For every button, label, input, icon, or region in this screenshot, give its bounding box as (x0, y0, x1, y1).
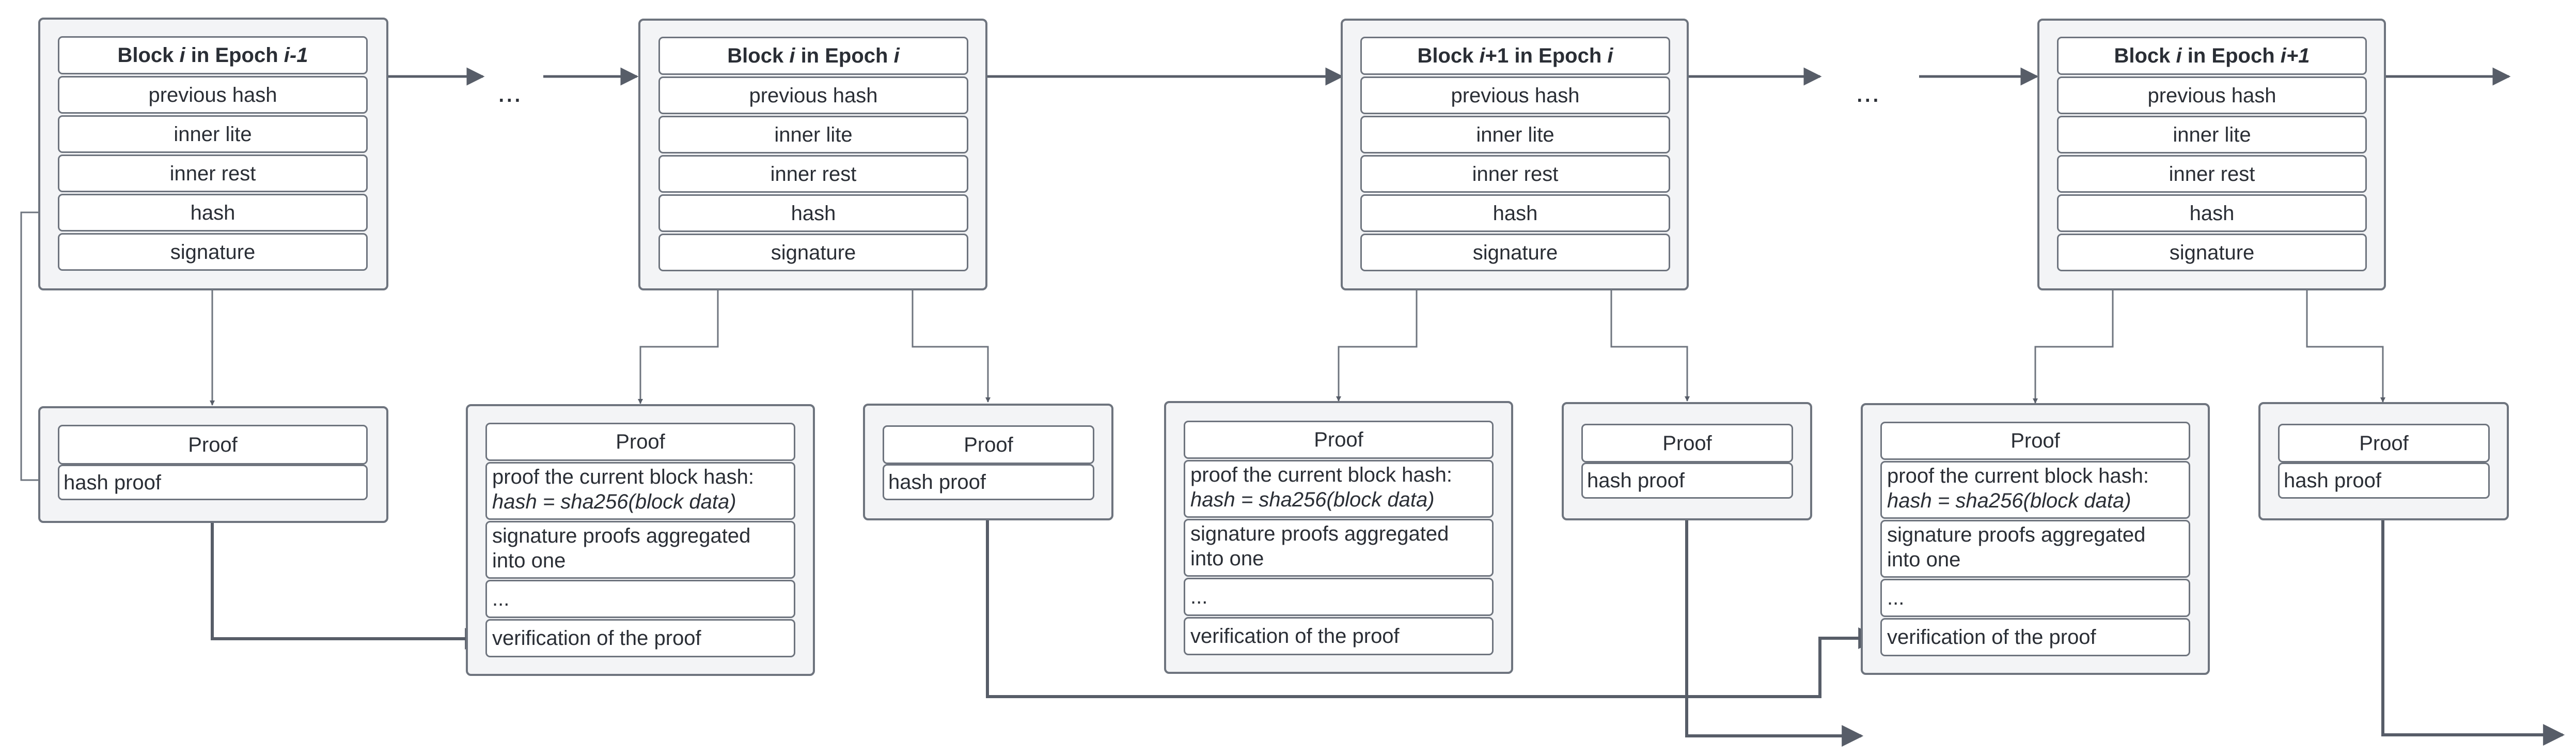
block-title: Block i in Epoch i+1 (2057, 37, 2367, 75)
ellipsis-row: ... (485, 580, 795, 618)
hash-proof-statement: proof the current block hash:hash = sha2… (1880, 461, 2190, 519)
signature-field: signature (1360, 234, 1670, 271)
inner-lite-field: inner lite (58, 115, 368, 153)
block-to-proof-connector (2306, 290, 2385, 403)
proof-chain-connector (1685, 520, 1864, 747)
block-to-proof-connector (912, 290, 991, 403)
inner-lite-field: inner lite (658, 116, 968, 153)
ellipsis: ... (1856, 75, 1880, 108)
hash-proof-statement: proof the current block hash:hash = sha2… (485, 462, 795, 520)
block-title: Block i in Epoch i (658, 37, 968, 75)
ellipsis: ... (497, 75, 522, 108)
inner-rest-field: inner rest (658, 155, 968, 193)
inner-rest-field: inner rest (2057, 155, 2367, 193)
proof-chain-connector (211, 523, 487, 650)
proof-title: Proof (1880, 422, 2190, 460)
verification-statement: verification of the proof (1880, 618, 2190, 656)
proof-title: Proof (485, 423, 795, 461)
proof-chain-connector (986, 520, 1880, 698)
proof-title: Proof (58, 425, 368, 465)
hash-proof-field: hash proof (883, 464, 1094, 500)
block-to-proof-connector (638, 290, 719, 404)
hash-field: hash (658, 194, 968, 232)
previous-hash-field: previous hash (658, 76, 968, 114)
proof-title: Proof (2278, 424, 2490, 463)
block-title: Block i+1 in Epoch i (1360, 37, 1670, 75)
block-title: Block i in Epoch i-1 (58, 36, 368, 74)
inner-rest-field: inner rest (1360, 155, 1670, 193)
verification-statement: verification of the proof (1184, 617, 1494, 655)
hash-proof-field: hash proof (1581, 463, 1793, 499)
hash-field: hash (1360, 194, 1670, 232)
inner-rest-field: inner rest (58, 155, 368, 192)
previous-hash-field: previous hash (2057, 76, 2367, 114)
proof-title: Proof (1184, 421, 1494, 459)
proof-chain-connector (2381, 520, 2565, 746)
signature-field: signature (2057, 234, 2367, 271)
hash-field: hash (2057, 194, 2367, 232)
signature-field: signature (58, 233, 368, 271)
previous-hash-field: previous hash (1360, 76, 1670, 114)
block-to-proof-connector (1336, 290, 1418, 402)
previous-hash-field: previous hash (58, 76, 368, 114)
hash-proof-field: hash proof (2278, 463, 2490, 499)
inner-lite-field: inner lite (2057, 116, 2367, 153)
hash-field: hash (58, 194, 368, 232)
block-to-proof-connector (2033, 290, 2114, 404)
ellipsis-row: ... (1880, 579, 2190, 617)
inner-lite-field: inner lite (1360, 116, 1670, 153)
hash-proof-field: hash proof (58, 465, 368, 500)
signature-field: signature (658, 234, 968, 271)
proof-title: Proof (1581, 424, 1793, 463)
proof-title: Proof (883, 425, 1094, 464)
verification-statement: verification of the proof (485, 619, 795, 657)
ellipsis-row: ... (1184, 578, 1494, 616)
hash-proof-statement: proof the current block hash:hash = sha2… (1184, 460, 1494, 518)
block-to-proof-connector (1610, 290, 1690, 402)
